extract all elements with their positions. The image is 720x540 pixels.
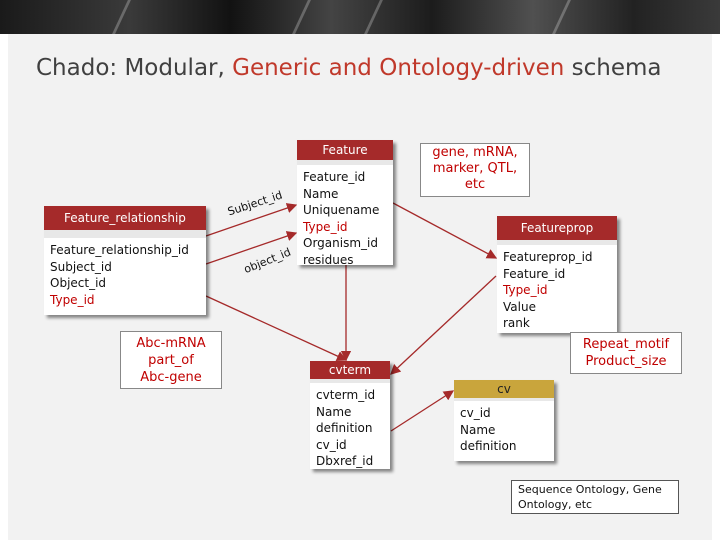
field-organism-id: Organism_id [303,236,378,250]
title-part-1: Chado: Modular, [36,55,233,81]
featureprop-header: Featureprop [497,216,617,240]
fr-type-connector [205,295,348,361]
field-feature-id: Feature_id [503,266,566,281]
note-line: Abc-mRNA [136,336,206,351]
field-uniquename: Uniquename [303,203,380,217]
featureprop-fields: Featureprop_id Feature_id Type_id Value … [497,245,617,333]
field-cvterm-id: cvterm_id [316,388,376,402]
field-subject-id: Subject_id [50,259,112,274]
feature-relationship-table: Feature_relationship Feature_relationshi… [44,206,206,315]
cvterm-header: cvterm [310,361,390,379]
feature-fields: Feature_id Name Uniquename Type_id Organ… [297,165,393,267]
title-part-2: Generic and Ontology-driven [232,55,565,81]
field-featureprop-id: Featureprop_id [503,250,593,264]
top-banner [0,0,720,34]
cv-header: cv [454,380,554,398]
subject-id-connector [205,203,298,237]
field-name: Name [316,404,352,419]
field-name: Name [303,186,339,201]
note-line: etc [464,177,486,192]
feature-relationship-header: Feature_relationship [44,206,206,230]
note-line: Ontology, etc [518,498,593,511]
abc-relationship-note: Abc-mRNA part_of Abc-gene [120,331,222,389]
featureprop-types-note: Repeat_motif Product_size [570,332,682,374]
cv-fields: cv_id Name definition [454,401,554,461]
cvterm-table: cvterm cvterm_id Name definition cv_id D… [310,361,390,469]
field-feature-relationship-id: Feature_relationship_id [50,243,189,257]
field-type-id: Type_id [50,292,95,307]
note-line: Product_size [585,354,667,369]
note-line: part_of [148,353,194,368]
slide-title: Chado: Modular, Generic and Ontology-dri… [36,55,662,81]
note-line: Repeat_motif [582,337,670,352]
field-type-id: Type_id [303,219,348,234]
field-definition: definition [316,421,373,435]
field-object-id: Object_id [50,276,107,290]
cvterm-cv-connector [390,390,455,432]
cv-table: cv cv_id Name definition [454,380,554,461]
field-residues: residues [303,252,354,267]
feature-table: Feature Feature_id Name Uniquename Type_… [297,140,393,267]
field-definition: definition [460,439,517,453]
ontology-note: Sequence Ontology, Gene Ontology, etc [511,480,679,514]
note-line: Abc-gene [140,370,202,385]
feature-types-note: gene, mRNA, marker, QTL, etc [420,143,530,197]
featureprop-table: Featureprop Featureprop_id Feature_id Ty… [497,216,617,333]
field-rank: rank [503,316,530,330]
field-cv-id: cv_id [460,406,491,420]
featureprop-type-connector [390,275,497,375]
cvterm-fields: cvterm_id Name definition cv_id Dbxref_i… [310,383,390,469]
field-name: Name [460,422,496,437]
feature-header: Feature [297,140,393,160]
note-line: Sequence Ontology, Gene [518,483,662,496]
note-line: gene, mRNA, [432,145,518,160]
field-cv-id: cv_id [316,437,347,452]
field-dbxref-id: Dbxref_id [316,454,374,468]
featureprop-feature-connector [392,202,498,259]
field-type-id: Type_id [503,283,548,297]
object-id-connector [205,231,298,265]
field-value: Value [503,299,536,314]
feature-relationship-fields: Feature_relationship_id Subject_id Objec… [44,238,206,315]
field-feature-id: Feature_id [303,170,366,184]
title-part-3: schema [564,55,662,81]
note-line: marker, QTL, [432,161,518,176]
